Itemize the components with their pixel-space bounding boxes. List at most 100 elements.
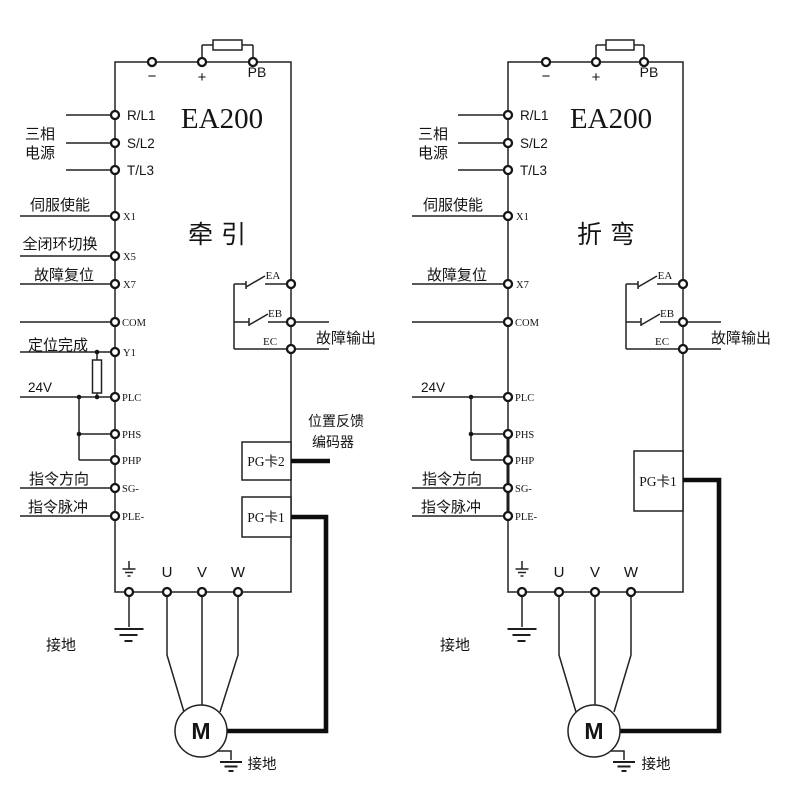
fault-reset-label: 故障复位 (34, 266, 94, 284)
terminal-com-circle (502, 316, 514, 328)
left-terminal-circles (109, 56, 297, 598)
left-motor-circle (174, 704, 228, 758)
terminal-sl2-label: S/L2 (127, 136, 155, 151)
terminal-pb-circle (247, 56, 259, 68)
terminal-sl2-circle (502, 137, 514, 149)
terminal-phs-circle (502, 428, 514, 440)
left-motor-ground-symbol (220, 761, 242, 772)
pg-card-1-label: PG卡1 (639, 474, 677, 489)
terminal-php-circle (502, 454, 514, 466)
24v-label: 24V (28, 380, 52, 395)
terminal-u-circle (161, 586, 173, 598)
right-diagram: EA200 折弯 − + PB R/L1 S/L2 T/L3 X1 X7 COM… (412, 39, 771, 773)
right-terminal-circles (502, 56, 689, 598)
terminal-w-circle (232, 586, 244, 598)
motor-ground-label: 接地 (642, 756, 671, 773)
terminal-u-circle (553, 586, 565, 598)
terminal-ple-circle (109, 510, 121, 522)
terminal-rl1-circle (109, 109, 121, 121)
terminal-x7-circle (109, 278, 121, 290)
fault-reset-label: 故障复位 (427, 266, 487, 284)
terminal-ple-label: PLE- (515, 512, 538, 523)
right-pg-card-1-box (633, 450, 684, 512)
terminal-w-label: W (231, 564, 246, 581)
right-motor-ground-symbol (613, 761, 635, 772)
power-label-line2: 电源 (25, 145, 55, 162)
terminal-ea-circle (285, 278, 297, 290)
relay-ea-label: EA (658, 270, 673, 282)
junction-dot (94, 349, 100, 355)
left-pg1-motor-thick-wire (227, 514, 329, 734)
terminal-php-label: PHP (122, 456, 141, 467)
junction-dot (468, 394, 474, 400)
terminal-sg-circle (109, 482, 121, 494)
left-pg-card-1-box (241, 496, 292, 538)
terminal-ea-circle (677, 278, 689, 290)
terminal-v-circle (196, 586, 208, 598)
relay-ec-label: EC (263, 336, 277, 348)
terminal-com-circle (109, 316, 121, 328)
drive-ground-label: 接地 (440, 637, 470, 654)
terminal-x7-label: X7 (123, 280, 136, 291)
terminal-plus-circle (590, 56, 602, 68)
pg-card-2-label: PG卡2 (247, 454, 285, 469)
terminal-tl3-circle (109, 164, 121, 176)
terminal-plc-circle (109, 391, 121, 403)
terminal-plus-label: + (198, 69, 207, 86)
terminal-ple-circle (502, 510, 514, 522)
junction-dot (468, 431, 474, 437)
motor-label: M (191, 718, 210, 744)
terminal-ple-label: PLE- (122, 512, 145, 523)
terminal-u-label: U (162, 564, 173, 581)
drive-mode-label: 折弯 (577, 221, 643, 249)
left-diagram: EA200 牵引 − + PB R/L1 S/L2 T/L3 X1 X5 X7 … (20, 39, 376, 773)
drive-ground-label: 接地 (46, 637, 76, 654)
terminal-x5-label: X5 (123, 252, 136, 263)
terminal-plc-label: PLC (122, 393, 141, 404)
24v-label: 24V (421, 380, 445, 395)
power-label-line1: 三相 (25, 126, 55, 143)
encoder-label-line2: 编码器 (312, 435, 354, 451)
terminal-x1-label: X1 (123, 212, 136, 223)
terminal-rl1-label: R/L1 (520, 108, 549, 123)
motor-ground-label: 接地 (248, 756, 277, 773)
terminal-tl3-label: T/L3 (127, 163, 154, 178)
command-direction-label: 指令方向 (29, 471, 89, 488)
servo-enable-label: 伺服使能 (423, 197, 483, 214)
drive-mode-label: 牵引 (188, 221, 254, 249)
relay-ec-label: EC (655, 336, 669, 348)
terminal-x7-label: X7 (516, 280, 529, 291)
terminal-w-circle (625, 586, 637, 598)
terminal-com-label: COM (515, 318, 540, 329)
terminal-sg-label: SG- (515, 484, 532, 495)
terminal-php-label: PHP (515, 456, 534, 467)
terminal-com-label: COM (122, 318, 147, 329)
terminal-php-circle (109, 454, 121, 466)
terminal-plus-circle (196, 56, 208, 68)
terminal-minus-circle (146, 56, 158, 68)
left-pg-card-2-box (241, 441, 292, 481)
terminal-y1-circle (109, 346, 121, 358)
right-drive-ground-symbol (507, 628, 537, 642)
terminal-x1-circle (109, 210, 121, 222)
terminal-phs-circle (109, 428, 121, 440)
encoder-label-line1: 位置反馈 (308, 414, 364, 430)
right-brake-resistor (605, 39, 635, 51)
terminal-plc-label: PLC (515, 393, 534, 404)
right-junction-dots (468, 394, 474, 437)
terminal-minus-label: − (542, 68, 551, 85)
left-junction-dots (76, 349, 100, 437)
terminal-sg-circle (502, 482, 514, 494)
terminal-minus-label: − (148, 68, 157, 85)
left-pe-symbol (122, 568, 136, 577)
terminal-tl3-label: T/L3 (520, 163, 547, 178)
fault-output-label: 故障输出 (711, 329, 771, 347)
terminal-pb-label: PB (640, 64, 659, 80)
junction-dot (76, 431, 82, 437)
servo-enable-label: 伺服使能 (30, 197, 90, 214)
terminal-plc-circle (502, 391, 514, 403)
terminal-sl2-label: S/L2 (520, 136, 548, 151)
junction-dot (94, 394, 100, 400)
